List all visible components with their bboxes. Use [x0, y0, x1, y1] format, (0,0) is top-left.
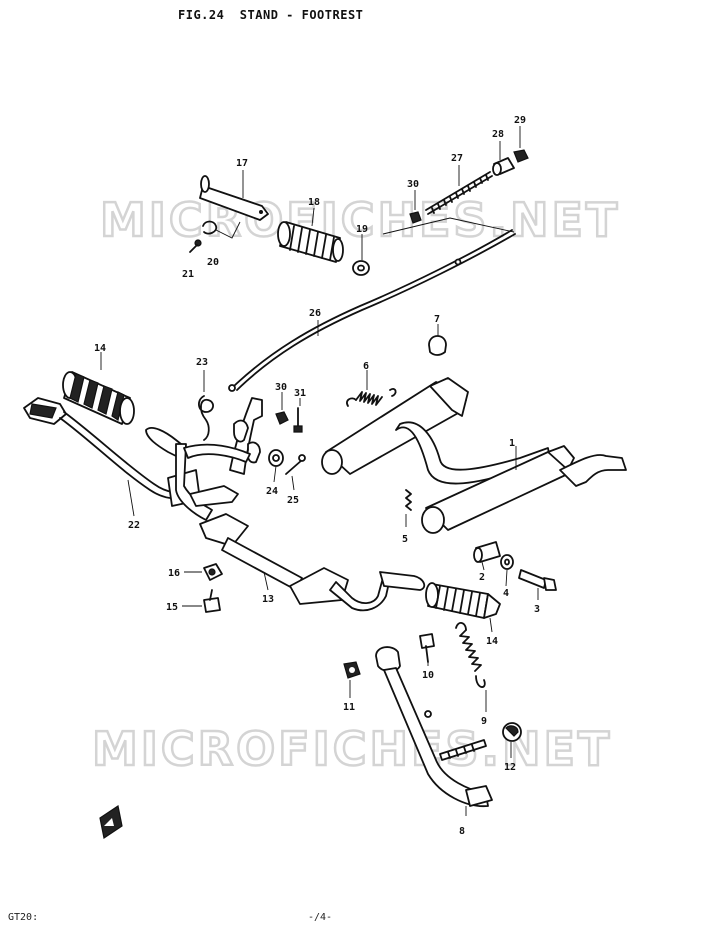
callout-8: 8: [459, 826, 465, 837]
part-29-nut: [513, 149, 529, 163]
side-stand: [375, 646, 493, 807]
callout-22: 22: [128, 520, 140, 531]
callout-7: 7: [434, 314, 440, 325]
part-15-bolt: [203, 589, 221, 613]
part-19-washer: [352, 260, 370, 276]
part-30-nut-top: [382, 211, 515, 235]
callout-labels: 1 2 3 4 5 6 7 8 9 10 11 12 13 14 14 15 1…: [94, 115, 540, 837]
leader-lines: [100, 126, 539, 758]
callout-4: 4: [503, 588, 509, 599]
part-10-bolt: [419, 633, 435, 663]
callout-14-left: 14: [94, 343, 106, 354]
callout-11: 11: [343, 702, 355, 713]
part-18-footrest-rubber: [277, 221, 344, 263]
callout-5: 5: [402, 534, 408, 545]
part-21-screw: [189, 239, 202, 253]
part-11-nut: [343, 661, 361, 679]
direction-arrow-icon: [99, 805, 123, 839]
callout-12: 12: [504, 762, 516, 773]
callout-17: 17: [236, 158, 248, 169]
part-13-footrest-bar: [145, 427, 426, 612]
part-5-spring-pin: [405, 489, 412, 527]
part-20-clip: [202, 220, 241, 239]
callout-3: 3: [534, 604, 540, 615]
part-31-screw: [293, 407, 303, 433]
watermark-top: MICROFICHES.NET: [100, 193, 620, 247]
part-1-main-stand: [321, 377, 627, 534]
part-24-washer: [268, 449, 284, 467]
callout-30-top: 30: [407, 179, 419, 190]
callout-28: 28: [492, 129, 504, 140]
watermark-bottom: MICROFICHES.NET: [92, 722, 612, 776]
part-3-bolt: [518, 569, 557, 591]
callout-16: 16: [168, 568, 180, 579]
callout-24: 24: [266, 486, 278, 497]
callout-31: 31: [294, 388, 306, 399]
callout-23: 23: [196, 357, 208, 368]
part-4-washer: [500, 554, 514, 570]
part-14-footrest-rubber-left: [62, 371, 135, 425]
part-28-joint: [492, 157, 515, 176]
callout-15: 15: [166, 602, 178, 613]
callout-6: 6: [363, 361, 369, 372]
callout-18: 18: [308, 197, 320, 208]
callout-21: 21: [182, 269, 194, 280]
figure-title: FIG.24 STAND - FOOTREST: [178, 8, 364, 22]
callout-9: 9: [481, 716, 487, 727]
part-12-cap: [502, 722, 522, 742]
part-23-spring: [198, 370, 214, 441]
callout-19: 19: [356, 224, 368, 235]
callout-25: 25: [287, 495, 299, 506]
part-2-collar: [473, 541, 501, 563]
callout-10: 10: [422, 670, 434, 681]
footer-page-number: -/4-: [308, 912, 333, 923]
part-30-nut-lower: [275, 411, 289, 425]
callout-26: 26: [309, 308, 321, 319]
callout-30-lower: 30: [275, 382, 287, 393]
callout-2: 2: [479, 572, 485, 583]
part-7-cap: [428, 335, 447, 356]
callout-1: 1: [509, 438, 515, 449]
part-14-footrest-rubber-right: [425, 582, 501, 619]
callout-14-right: 14: [486, 636, 498, 647]
part-16-nut: [203, 563, 223, 581]
part-17-pin: [199, 175, 269, 221]
footer-model-code: GT20:: [8, 912, 39, 923]
part-6-spring: [346, 388, 397, 407]
part-27-adjuster: [425, 171, 493, 215]
part-26-brake-rod: [228, 229, 516, 392]
callout-20: 20: [207, 257, 219, 268]
callout-13: 13: [262, 594, 274, 605]
part-25-cotter-pin: [285, 454, 306, 475]
callout-27: 27: [451, 153, 463, 164]
part-8-pin: [439, 739, 487, 816]
part-9-spring: [455, 622, 486, 688]
callout-29: 29: [514, 115, 526, 126]
